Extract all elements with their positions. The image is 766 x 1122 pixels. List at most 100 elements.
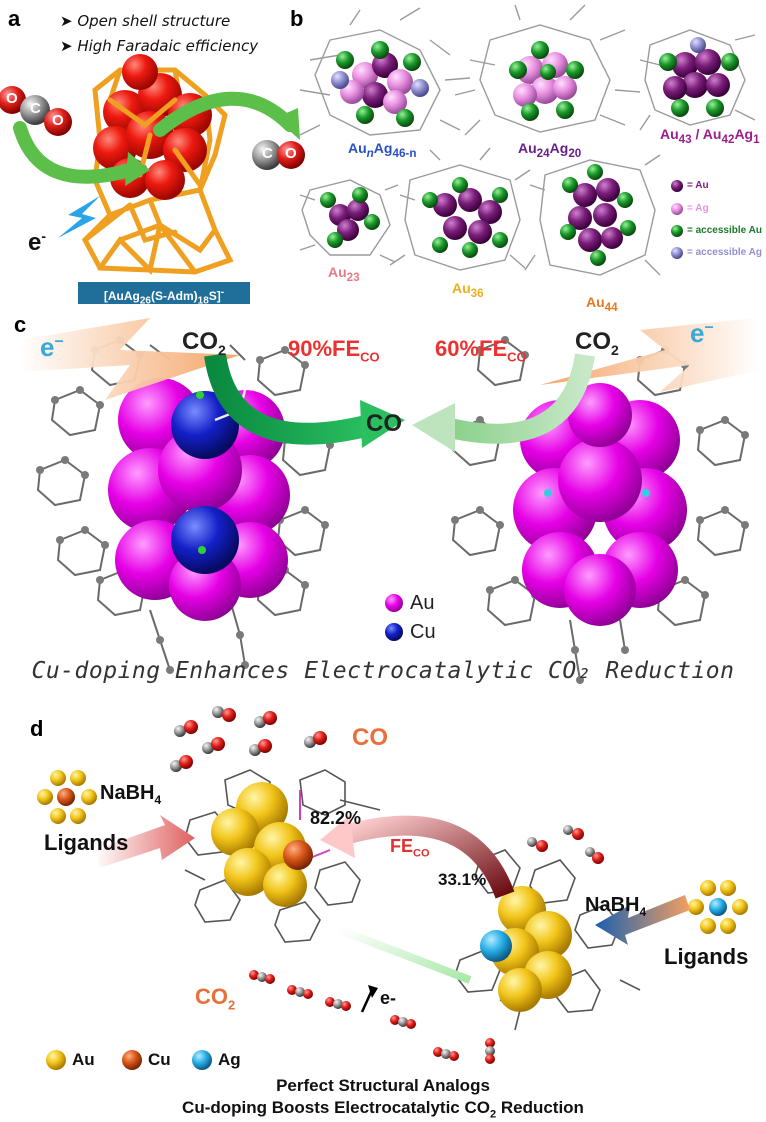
electron-label-d: e- (380, 988, 397, 1008)
cl-part: Au (348, 140, 367, 156)
cl-part: Au (518, 140, 537, 156)
cl-part: Ag (734, 126, 754, 142)
panel-label-b: b (290, 6, 304, 31)
co2-molecules (249, 970, 495, 1064)
reagent-right: NaBH4 (585, 894, 646, 919)
legend-b-ag: = Ag (687, 203, 709, 214)
cl-part: Au (586, 294, 605, 310)
fe-sub: CO (507, 349, 527, 365)
legend-dot-au-d (46, 1050, 66, 1070)
atom-o3: O (285, 145, 297, 162)
legend-dot-au-c (385, 594, 403, 612)
cl-sub: 24 (536, 146, 550, 160)
electron-path (338, 926, 472, 984)
bullet-2: ➤ High Faradaic efficiency (60, 37, 259, 55)
right-conversion-arrow (447, 353, 595, 444)
cluster-au24ag20 (509, 41, 584, 121)
right-synthesis-arrow (595, 895, 690, 945)
formula-sup: - (220, 287, 225, 298)
co2-d-sub: 2 (228, 997, 236, 1013)
cluster-au44 (560, 164, 636, 266)
formula-sub: 18 (197, 295, 209, 307)
legend-dot-au (671, 180, 683, 192)
formula-part: [AuAg (103, 289, 140, 303)
cl-sub: 42 (721, 132, 735, 146)
caption-d-sub: 2 (489, 1108, 497, 1121)
legend-b-accessible-ag: = accessible Ag (687, 247, 762, 258)
formula-sub: 26 (139, 295, 151, 307)
left-lightning-icon (20, 318, 240, 400)
cl-sub: 43 (678, 132, 692, 146)
ligand-frame (81, 67, 234, 275)
legend-dot-accessible-au (671, 225, 683, 237)
formula-part: S] (208, 289, 221, 303)
legend-c-cu: Cu (410, 621, 436, 643)
cl-sub: 1 (753, 132, 760, 146)
bullet-2-text: High Faradaic efficiency (77, 37, 259, 55)
electron-a-sup: - (41, 228, 47, 244)
atom-o2: O (52, 112, 64, 129)
co2-text: CO (182, 328, 218, 355)
bullet-1-text: Open shell structure (77, 12, 231, 30)
ligands-left: Ligands (44, 830, 129, 855)
legend-dot-accessible-ag (671, 247, 683, 259)
fe-text: 90%FE (288, 336, 361, 361)
right-au-cluster (513, 383, 687, 626)
fe-percent-left: 82.2% (310, 808, 362, 828)
left-synthesis-arrow (95, 815, 195, 868)
legend-b-au: = Au (687, 180, 709, 191)
reactant-arrow (13, 121, 137, 184)
c-atom (20, 95, 50, 125)
fe-curve-arrow (342, 815, 515, 899)
caption-c: Cu-doping Enhances Electrocatalytic CO₂ … (31, 658, 735, 684)
fe-label-d: FECO (390, 836, 430, 860)
co2-left-c: CO2 (182, 328, 226, 358)
o-atom (44, 108, 72, 136)
c-atom (252, 140, 282, 170)
product-arrow (153, 91, 297, 137)
cluster-au23 (320, 187, 380, 248)
cl-sep: / (691, 126, 703, 142)
co-molecules-top (170, 706, 327, 772)
caption-d-text: Cu-doping Boosts Electrocatalytic CO (182, 1098, 490, 1117)
fe-d-sub: CO (413, 847, 430, 860)
formula-part: (S-Adm) (150, 289, 198, 303)
co-product-c: CO (366, 410, 402, 437)
atom-c1: C (30, 100, 41, 117)
panel-b-graphic (299, 4, 756, 276)
fe-sub: CO (360, 349, 380, 365)
caption-d-end: Reduction (496, 1098, 584, 1117)
cl-part: Ag (549, 140, 569, 156)
fe-d-text: FE (390, 836, 414, 856)
cluster-au36 (422, 177, 508, 258)
cl-part: Au (660, 126, 679, 142)
formula-box: [AuAg26(S-Adm)18S]- (78, 282, 250, 307)
co2-text: CO (575, 328, 611, 355)
co2-sub: 2 (611, 341, 619, 358)
left-au-cu-cluster-d (211, 782, 313, 907)
e-text: e (40, 332, 55, 362)
precursor-left (37, 770, 97, 824)
co-molecules-right (527, 825, 604, 864)
atom-c2: C (262, 145, 273, 162)
electron-a-text: e (28, 229, 42, 256)
reagent-sub: 4 (154, 793, 162, 807)
co2-sub: 2 (218, 341, 226, 358)
legend-dot-ag (671, 203, 683, 215)
cluster-label-au23: Au23 (328, 264, 360, 284)
cl-sub: 44 (604, 300, 618, 314)
panel-a-graphic (0, 54, 305, 275)
cl-part: Au (328, 264, 347, 280)
reagent-text: NaBH (585, 894, 640, 916)
fe-percent-right: 33.1% (438, 870, 487, 889)
cl-part: Au (702, 126, 722, 142)
panel-label-d: d (30, 716, 44, 741)
right-au-ag-cluster-d (480, 886, 572, 1012)
fe-left-c: 90%FECO (288, 336, 380, 364)
electron-right-c: e− (690, 318, 714, 349)
fe-right-c: 60%FECO (435, 336, 527, 364)
electron-arrow (360, 989, 374, 1013)
cl-sub: 36 (470, 286, 484, 300)
bullet-1: ➤ Open shell structure (60, 12, 231, 30)
